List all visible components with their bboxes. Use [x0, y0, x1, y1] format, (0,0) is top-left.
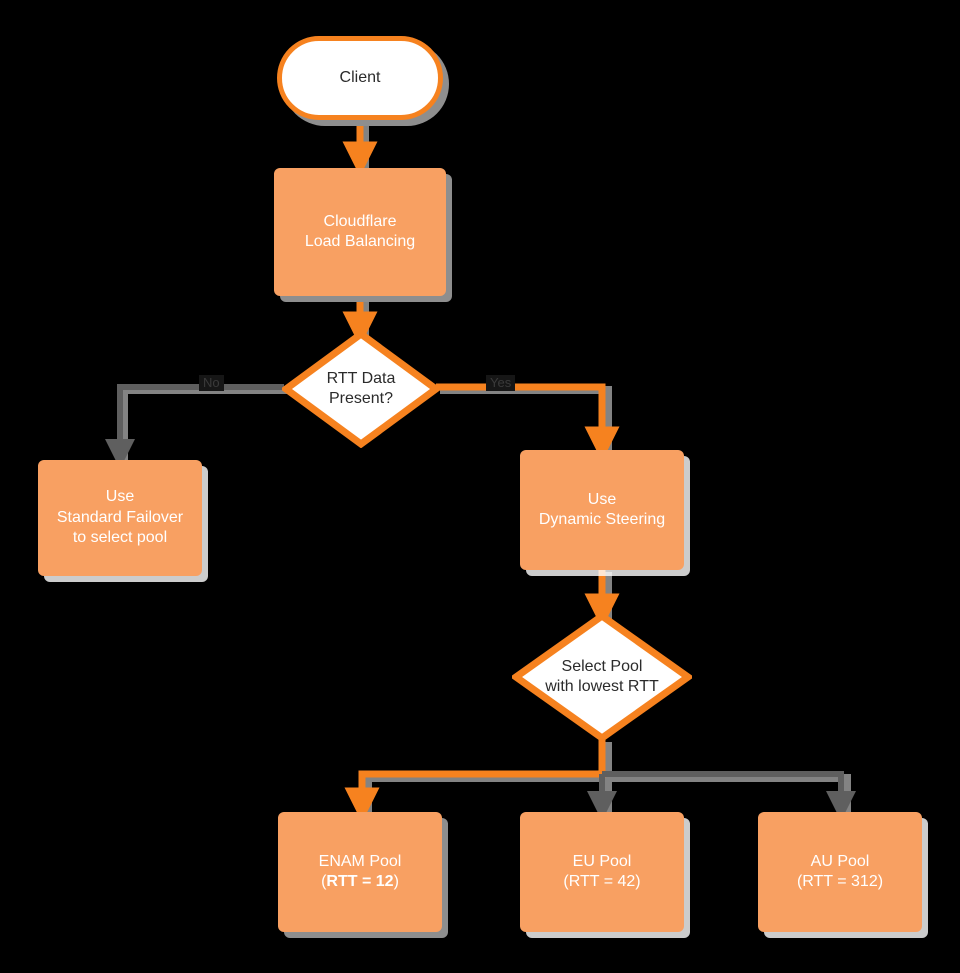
node-au-pool[interactable]: AU Pool (RTT = 312): [758, 812, 922, 932]
rtt-diamond-shape: [282, 330, 440, 448]
node-client[interactable]: Client: [277, 36, 443, 120]
edge-select-pool-to-enam-pool: [344, 738, 606, 823]
node-select-pool-label: Select Pool with lowest RTT: [545, 657, 659, 695]
edge-rtt-decision-yes-to-dynamic-steering: [436, 383, 620, 462]
node-au-pool-open-paren: (: [796, 873, 803, 890]
node-au-pool-rtt: RTT = 312: [802, 873, 878, 890]
edge-label-yes: Yes: [486, 375, 516, 392]
edge-label-no: No: [199, 375, 224, 392]
node-dynamic-steering[interactable]: Use Dynamic Steering: [520, 450, 684, 570]
node-standard-failover-label: Use Standard Failover to select pool: [56, 488, 184, 547]
node-enam-pool-label: ENAM Pool (RTT = 12): [313, 852, 408, 893]
node-eu-pool-rtt: RTT = 42: [568, 873, 636, 890]
edge-select-pool-to-au-pool: [602, 771, 856, 821]
shadow-rtt-to-dynamic: [440, 386, 612, 455]
node-enam-pool-open-paren: (: [321, 873, 327, 890]
shadow-rtt-to-failover: [120, 386, 288, 464]
node-enam-pool-name: ENAM Pool: [318, 852, 402, 870]
node-rtt-data-present[interactable]: RTT Data Present?: [282, 330, 440, 448]
node-eu-pool-label: EU Pool(RTT = 42): [557, 852, 646, 893]
node-cloudflare-load-balancing-label: Cloudflare Load Balancing: [304, 212, 416, 250]
edge-rtt-decision-no-to-standard-failover: [105, 384, 284, 469]
node-enam-pool[interactable]: ENAM Pool (RTT = 12): [278, 812, 442, 932]
node-enam-pool-close-paren: ): [393, 873, 399, 890]
node-select-pool[interactable]: Select Pool with lowest RTT: [512, 612, 692, 742]
node-rtt-data-present-label: RTT Data Present?: [326, 369, 396, 407]
shadow-select-to-au: [608, 774, 851, 816]
node-dynamic-steering-label: Use Dynamic Steering: [538, 490, 666, 528]
node-eu-pool-close-paren: ): [635, 873, 641, 890]
node-au-pool-label: AU Pool (RTT = 312): [791, 852, 889, 893]
node-eu-pool-name: EU Pool: [572, 852, 632, 870]
node-au-pool-name: AU Pool: [810, 852, 870, 870]
node-eu-pool[interactable]: EU Pool(RTT = 42): [520, 812, 684, 932]
node-au-pool-close-paren: ): [877, 873, 884, 890]
node-client-label: Client: [339, 68, 381, 86]
node-eu-pool-open-paren: (: [563, 873, 569, 890]
node-standard-failover[interactable]: Use Standard Failover to select pool: [38, 460, 202, 576]
node-cloudflare-load-balancing[interactable]: Cloudflare Load Balancing: [274, 168, 446, 296]
node-enam-pool-rtt: RTT = 12: [326, 873, 394, 890]
shadow-select-to-enam: [364, 742, 612, 816]
